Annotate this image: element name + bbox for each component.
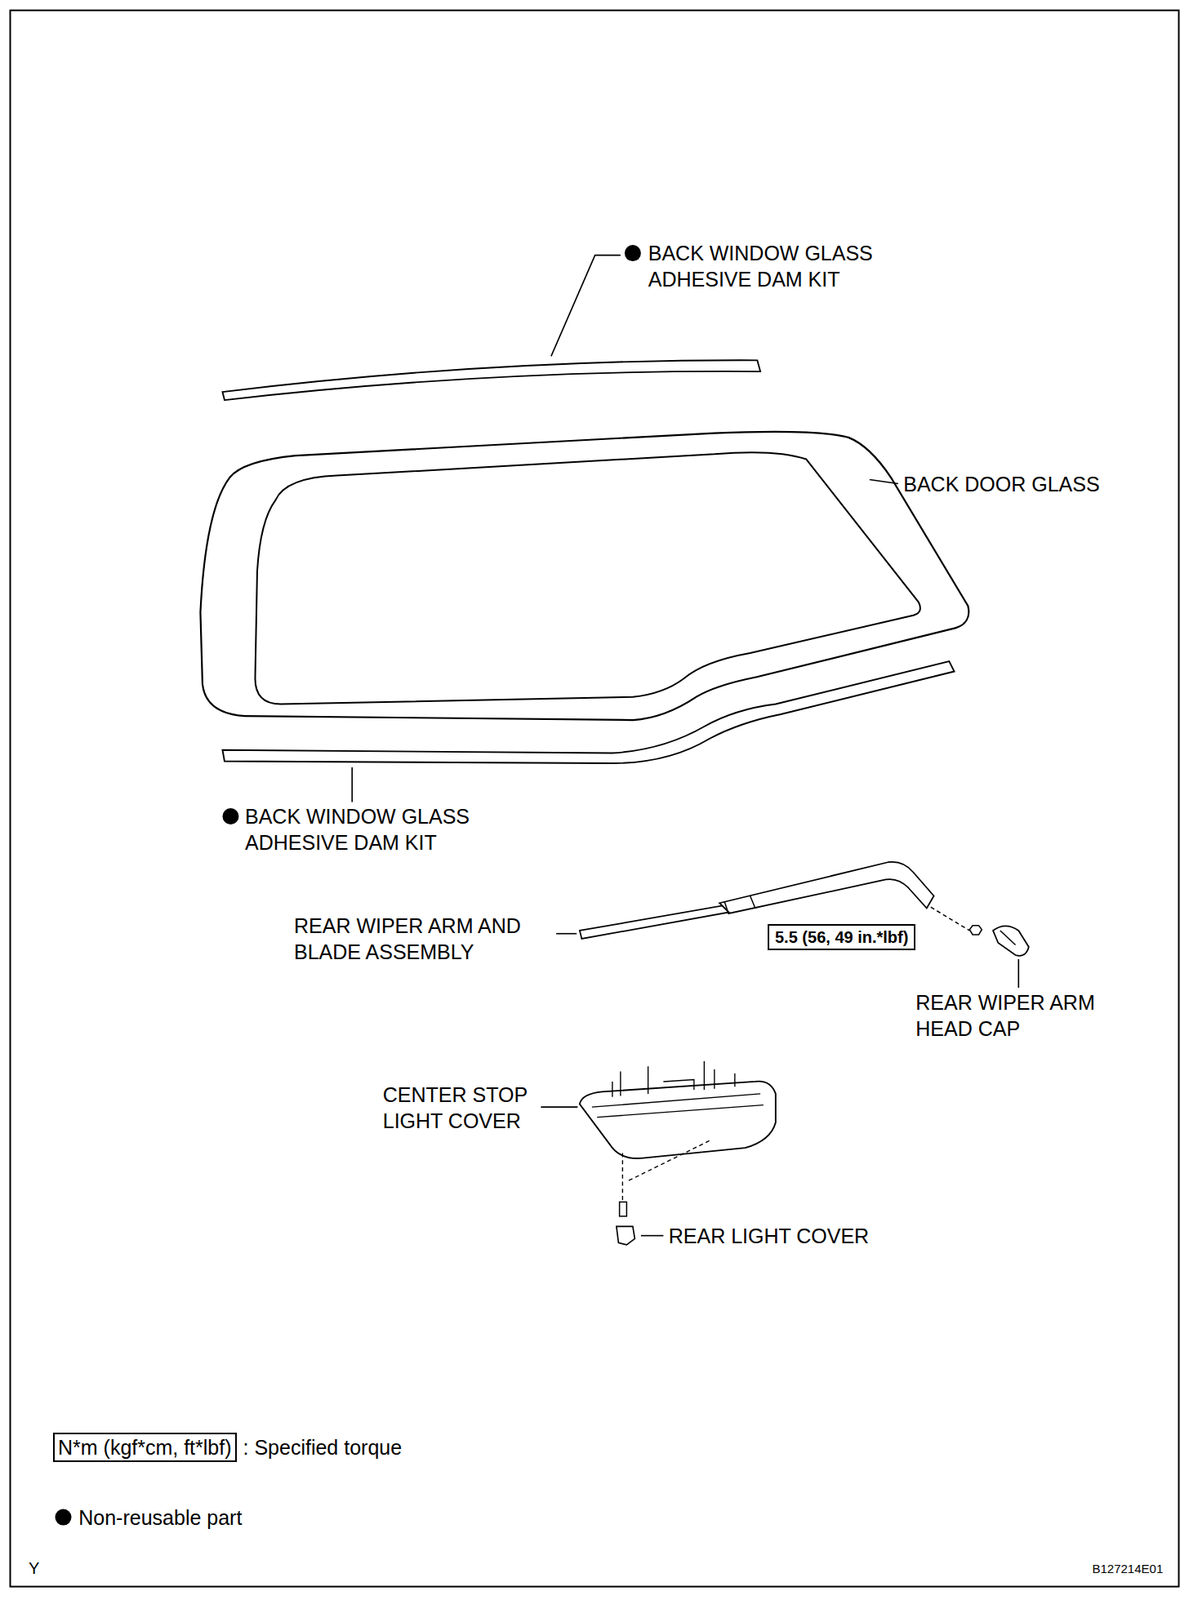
part-label: BACK DOOR GLASS xyxy=(903,471,1100,498)
glass-print-line xyxy=(254,452,920,704)
leader-line xyxy=(551,255,621,357)
bulb xyxy=(619,1202,628,1216)
stop-light-detail xyxy=(592,1061,764,1118)
head-cap xyxy=(993,926,1029,956)
part-label: BACK WINDOW GLASS ADHESIVE DAM KIT xyxy=(648,240,910,293)
leader-line xyxy=(641,1235,664,1238)
torque-spec-box: 5.5 (56, 49 in.*lbf) xyxy=(767,924,916,951)
wiper-arm xyxy=(719,862,934,914)
adhesive-dam-strip xyxy=(222,661,954,764)
non-reusable-mark xyxy=(54,1509,72,1527)
part-label: B127214E01 xyxy=(1092,1561,1164,1577)
nut xyxy=(969,926,982,936)
leader-line xyxy=(351,767,353,802)
part-label: REAR LIGHT COVER xyxy=(668,1223,869,1250)
leader-line xyxy=(556,933,577,936)
leader-line xyxy=(1017,959,1020,989)
non-reusable-mark xyxy=(624,244,642,262)
non-reusable-mark xyxy=(222,808,239,825)
legend-text: Non-reusable part xyxy=(78,1505,242,1532)
assembly-line xyxy=(622,1140,709,1200)
adhesive-dam-strip xyxy=(222,360,761,401)
wiper-detail xyxy=(724,895,755,914)
box-text: 5.5 (56, 49 in.*lbf) xyxy=(774,927,909,948)
page-frame xyxy=(9,10,1179,1588)
part-label: Y xyxy=(28,1558,40,1580)
leader-line xyxy=(869,480,899,485)
leader-line xyxy=(540,1106,578,1109)
legend-text: : Specified torque xyxy=(243,1434,403,1461)
rear-light-cover xyxy=(616,1226,635,1245)
assembly-line xyxy=(930,907,970,931)
part-label: REAR WIPER ARM AND BLADE ASSEMBLY xyxy=(293,912,552,966)
glass-outline xyxy=(204,435,966,717)
torque-legend-box: N*m (kgf*cm, ft*lbf) xyxy=(53,1433,237,1463)
part-label: REAR WIPER ARM HEAD CAP xyxy=(915,989,1120,1043)
stop-light-cover xyxy=(579,1082,776,1159)
part-label: BACK WINDOW GLASS ADHESIVE DAM KIT xyxy=(244,803,507,856)
box-text: N*m (kgf*cm, ft*lbf) xyxy=(57,1435,232,1461)
head-cap-slot xyxy=(1000,930,1016,945)
glass-outline-inner xyxy=(204,435,966,717)
part-label: CENTER STOP LIGHT COVER xyxy=(382,1082,559,1135)
